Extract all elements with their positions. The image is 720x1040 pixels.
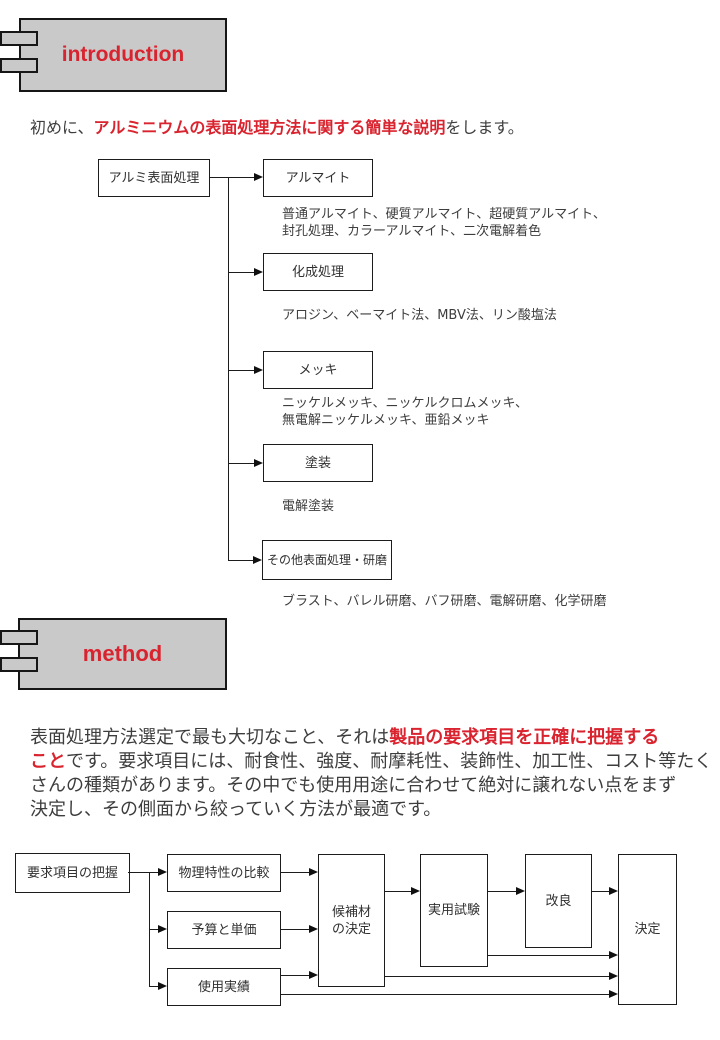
branch-detail-coating: 電解塗装	[282, 499, 335, 514]
arrow-right-icon	[254, 459, 263, 467]
arrow-right-icon	[411, 887, 420, 895]
paragraph-line: ことです。要求項目には、耐食性、強度、耐摩耗性、装飾性、加工性、コスト等たく	[30, 750, 712, 774]
flow-connector-line	[149, 872, 158, 873]
intro-banner-title: introduction	[61, 43, 185, 66]
tree-connector-line	[228, 272, 254, 273]
arrow-right-icon	[158, 925, 167, 933]
intro-lead-post: をします。	[445, 118, 524, 137]
banner-tab-icon	[0, 58, 38, 73]
branch-box-other-polishing: その他表面処理・研磨	[262, 540, 392, 580]
paragraph-line: 決定し、その側面から絞っていく方法が最適です。	[30, 798, 712, 822]
method-banner-title: method	[82, 641, 163, 666]
branch-detail-other-polishing: ブラスト、バレル研磨、バフ研磨、電解研磨、化学研磨	[282, 594, 607, 609]
flow-improve-box: 改良	[525, 854, 592, 948]
flow-connector-line	[385, 976, 609, 977]
flow-connector-line	[281, 929, 309, 930]
arrow-right-icon	[309, 925, 318, 933]
arrow-right-icon	[309, 868, 318, 876]
arrow-right-icon	[609, 887, 618, 895]
tree-connector-line	[228, 463, 254, 464]
branch-box-chemical-conversion: 化成処理	[263, 253, 373, 291]
intro-lead: 初めに、アルミニウムの表面処理方法に関する簡単な説明をします。	[30, 114, 524, 138]
flow-connector-line	[488, 955, 609, 956]
paragraph-text: 表面処理方法選定で最も大切なこと、それは	[30, 727, 390, 748]
flow-connector-line	[385, 891, 411, 892]
paragraph-text: さんの種類があります。その中でも使用用途に合わせて絶対に譲れない点をまず	[30, 775, 677, 796]
banner-tab-icon	[0, 630, 38, 645]
arrow-right-icon	[158, 868, 167, 876]
tree-connector-line	[228, 370, 254, 371]
arrow-right-icon	[309, 971, 318, 979]
arrow-right-icon	[254, 366, 263, 374]
tree-root-box: アルミ表面処理	[98, 159, 210, 197]
branch-detail-plating: ニッケルメッキ、ニッケルクロムメッキ、 無電解ニッケルメッキ、亜鉛メッキ	[282, 396, 528, 428]
flow-candidate-box: 候補材 の決定	[318, 854, 385, 987]
intro-banner: introduction	[19, 18, 227, 92]
method-paragraph: 表面処理方法選定で最も大切なこと、それは製品の要求項目を正確に把握する ことです…	[30, 726, 712, 822]
branch-box-plating: メッキ	[263, 351, 373, 389]
flow-connector-line	[149, 986, 158, 987]
banner-tab-icon	[0, 31, 38, 46]
tree-connector-line	[210, 177, 254, 178]
flow-connector-line	[281, 872, 309, 873]
arrow-right-icon	[609, 972, 618, 980]
paragraph-text: です。要求項目には、耐食性、強度、耐摩耗性、装飾性、加工性、コスト等たく	[66, 751, 713, 772]
flow-criteria-box-physical: 物理特性の比較	[167, 854, 281, 892]
branch-detail-chemical-conversion: アロジン、ベーマイト法、MBV法、リン酸塩法	[282, 308, 557, 323]
paragraph-text: 決定し、その側面から絞っていく方法が最適です。	[30, 799, 442, 820]
flow-criteria-box-budget: 予算と単価	[167, 911, 281, 949]
flow-criteria-box-track-record: 使用実績	[167, 968, 281, 1006]
flow-connector-line	[149, 929, 158, 930]
arrow-right-icon	[609, 990, 618, 998]
paragraph-highlight: 製品の要求項目を正確に把握する	[389, 727, 660, 748]
flow-test-box: 実用試験	[420, 854, 488, 967]
arrow-right-icon	[158, 982, 167, 990]
paragraph-line: さんの種類があります。その中でも使用用途に合わせて絶対に譲れない点をまず	[30, 774, 712, 798]
intro-lead-highlight: アルミニウムの表面処理方法に関する簡単な説明	[93, 118, 446, 137]
flow-connector-line	[128, 872, 149, 873]
paragraph-highlight: こと	[30, 751, 66, 772]
tree-spine-line	[228, 177, 229, 560]
flow-start-box: 要求項目の把握	[15, 853, 130, 893]
method-banner: method	[18, 618, 227, 690]
branch-box-alumite: アルマイト	[263, 159, 373, 197]
branch-detail-alumite: 普通アルマイト、硬質アルマイト、超硬質アルマイト、 封孔処理、カラーアルマイト、…	[282, 207, 606, 239]
flow-connector-line	[281, 975, 309, 976]
paragraph-line: 表面処理方法選定で最も大切なこと、それは製品の要求項目を正確に把握する	[30, 726, 712, 750]
arrow-right-icon	[609, 951, 618, 959]
arrow-right-icon	[253, 556, 262, 564]
flow-connector-line	[592, 891, 609, 892]
tree-connector-line	[228, 560, 253, 561]
banner-tab-icon	[0, 657, 38, 672]
flow-decide-box: 決定	[618, 854, 677, 1005]
branch-box-coating: 塗装	[263, 444, 373, 482]
arrow-right-icon	[516, 887, 525, 895]
flow-connector-line	[281, 994, 609, 995]
arrow-right-icon	[254, 268, 263, 276]
flow-connector-line	[488, 891, 516, 892]
arrow-right-icon	[254, 173, 263, 181]
intro-lead-pre: 初めに、	[30, 118, 94, 137]
